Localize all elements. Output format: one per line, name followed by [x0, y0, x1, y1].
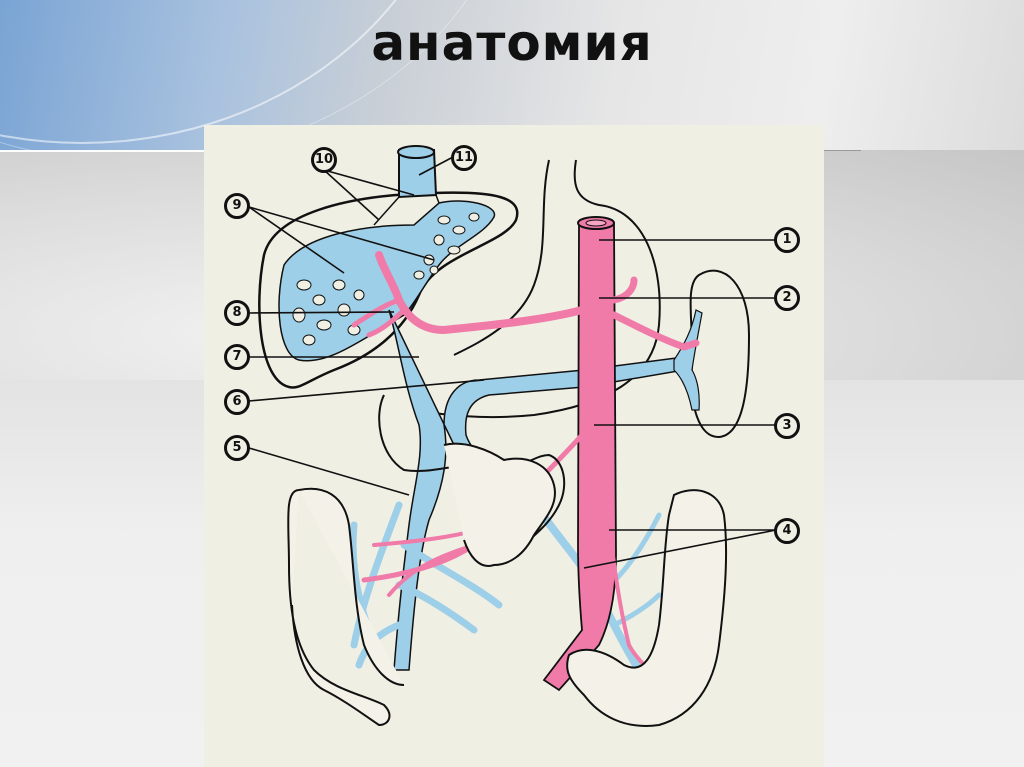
callout-3: 3	[774, 413, 800, 439]
superior-mesenteric-vein-branches	[349, 501, 503, 669]
inferior-mesenteric-artery	[607, 524, 651, 672]
splenic-artery	[610, 311, 700, 351]
header-divider	[0, 150, 205, 152]
callout-5: 5	[224, 435, 250, 461]
slide-title: анатомия	[371, 14, 653, 72]
header-divider-right	[823, 150, 861, 151]
diagram-illustration	[248, 145, 777, 727]
callout-8: 8	[224, 300, 250, 326]
callout-leader-lines	[248, 156, 777, 569]
callout-10: 10	[311, 147, 337, 173]
callout-1: 1	[774, 227, 800, 253]
splenic-vein	[673, 309, 703, 411]
ascending-colon	[287, 487, 405, 727]
anatomy-diagram: 10 11 9 8 7 6 5 1 2 3 4	[204, 125, 824, 767]
aorta	[542, 222, 617, 692]
hepatic-artery	[375, 251, 586, 335]
spleen-outline	[689, 269, 751, 439]
callout-6: 6	[224, 389, 250, 415]
small-intestine-loops	[443, 442, 556, 567]
descending-colon	[566, 489, 728, 727]
callout-9: 9	[224, 193, 250, 219]
callout-7: 7	[224, 344, 250, 370]
stomach-outline	[413, 159, 661, 419]
callout-2: 2	[774, 285, 800, 311]
callout-4: 4	[774, 518, 800, 544]
callout-11: 11	[451, 145, 477, 171]
